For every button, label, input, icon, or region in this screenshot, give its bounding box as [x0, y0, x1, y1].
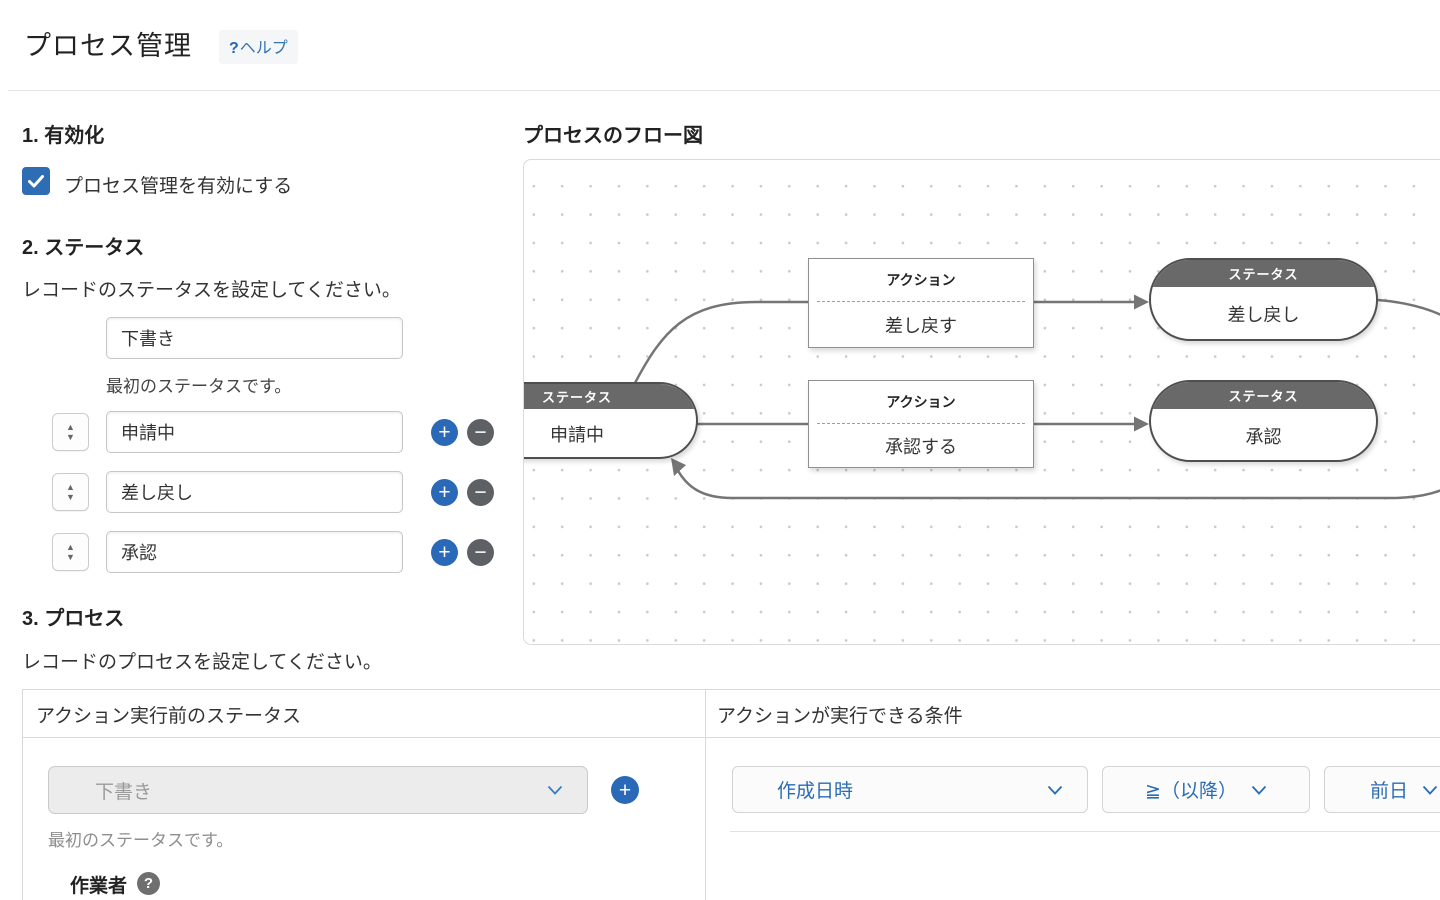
condition-operator-dropdown[interactable]: ≧（以降） [1102, 766, 1310, 813]
assignee-help-icon[interactable]: ? [137, 872, 160, 895]
before-status-dropdown[interactable]: 下書き [48, 766, 588, 814]
status-node-label: 承認 [1245, 426, 1282, 447]
page-title: プロセス管理 [24, 31, 192, 61]
status-sort-handle-3[interactable]: ▲▼ [52, 533, 89, 571]
status-heading: 2. ステータス [22, 237, 145, 259]
flow-node-status2: ステータス 承認 [1149, 380, 1378, 462]
status-node-header: ステータス [1151, 260, 1376, 289]
condition-field-value: 作成日時 [777, 781, 854, 802]
flow-edges [633, 294, 1440, 500]
before-status-value: 下書き [95, 781, 153, 803]
condition-row-divider [730, 831, 1440, 832]
flow-heading: プロセスのフロー図 [523, 125, 703, 147]
activation-heading: 1. 有効化 [22, 125, 105, 147]
arrowhead-status2 [1134, 416, 1149, 432]
condition-value-dropdown[interactable]: 前日 [1324, 766, 1440, 813]
help-link[interactable]: ?ヘルプ [219, 30, 298, 64]
status-input-2[interactable] [106, 471, 403, 513]
flow-node-status1: ステータス 差し戻し [1149, 258, 1378, 341]
action-node-label: 承認する [885, 436, 957, 457]
flow-node-action2: アクション 承認する [808, 380, 1034, 468]
process-description: レコードのプロセスを設定してください。 [22, 652, 382, 673]
arrowhead-status1 [1134, 294, 1149, 310]
first-status-note: 最初のステータスです。 [106, 377, 292, 396]
help-link-label: ヘルプ [239, 40, 288, 57]
status-input-3[interactable] [106, 531, 403, 573]
condition-operator-value: ≧（以降） [1145, 781, 1237, 802]
table-header-condition: アクションが実行できる条件 [717, 706, 963, 727]
edge-to-action1 [633, 300, 810, 384]
status-node-label: 申請中 [550, 425, 604, 445]
chevron-down-icon [547, 785, 563, 795]
chevron-down-icon [1047, 785, 1063, 795]
status-description: レコードのステータスを設定してください。 [22, 280, 401, 301]
action-node-header: アクション [817, 259, 1025, 302]
remove-status-button-3[interactable]: − [467, 539, 494, 566]
assignee-label: 作業者 [70, 876, 128, 897]
process-first-status-note: 最初のステータスです。 [48, 831, 234, 850]
status-input-1[interactable] [106, 411, 403, 453]
add-status-button-1[interactable]: + [431, 419, 458, 446]
process-heading: 3. プロセス [22, 608, 125, 630]
status-node-header: ステータス [1151, 382, 1376, 411]
chevron-down-icon [1251, 785, 1267, 795]
status-node-header: ステータス [524, 384, 696, 411]
chevron-down-icon [1422, 785, 1438, 795]
remove-status-button-2[interactable]: − [467, 479, 494, 506]
condition-field-dropdown[interactable]: 作成日時 [732, 766, 1088, 813]
help-question-icon: ? [229, 40, 239, 57]
flow-diagram-canvas: ステータス 申請中 アクション 差し戻す アクション 承認する ステータス 差し… [523, 159, 1440, 645]
flow-node-action1: アクション 差し戻す [808, 258, 1034, 348]
add-status-button-3[interactable]: + [431, 539, 458, 566]
status-sort-handle-2[interactable]: ▲▼ [52, 473, 89, 511]
edge-return-loop [675, 298, 1440, 500]
checkmark-icon [28, 174, 44, 187]
action-node-label: 差し戻す [885, 315, 957, 336]
table-top-border [22, 689, 1440, 690]
condition-value-value: 前日 [1369, 781, 1408, 802]
add-status-button-2[interactable]: + [431, 479, 458, 506]
table-header-before-status: アクション実行前のステータス [36, 706, 302, 727]
flow-node-start-status: ステータス 申請中 [524, 382, 698, 459]
table-left-border [22, 689, 23, 900]
status-input-0[interactable] [106, 317, 403, 359]
enable-process-label: プロセス管理を有効にする [64, 176, 293, 197]
table-column-divider [705, 689, 706, 900]
action-node-header: アクション [817, 381, 1025, 424]
arrowhead-return [671, 458, 686, 476]
table-header-border [22, 737, 1440, 738]
enable-process-checkbox[interactable] [22, 167, 50, 195]
header-divider [8, 90, 1440, 91]
status-sort-handle-1[interactable]: ▲▼ [52, 413, 89, 451]
remove-status-button-1[interactable]: − [467, 419, 494, 446]
status-node-label: 差し戻し [1227, 305, 1300, 325]
add-process-button[interactable]: + [611, 776, 639, 804]
